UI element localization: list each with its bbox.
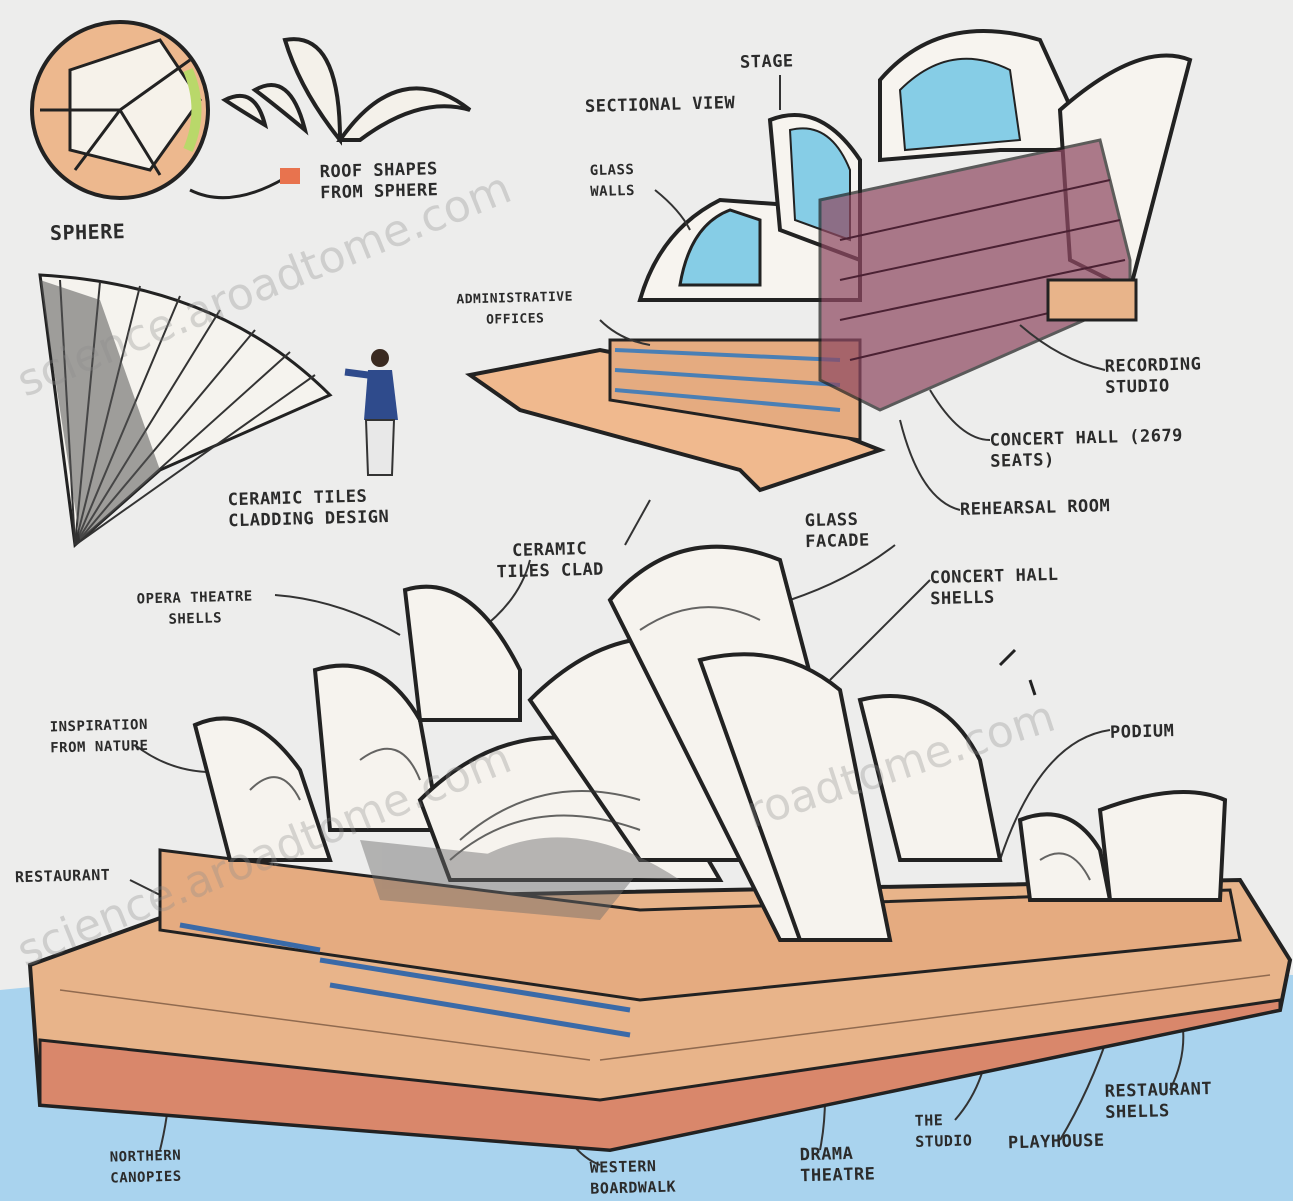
label-stage: STAGE bbox=[739, 51, 794, 73]
label-sphere: SPHERE bbox=[49, 219, 126, 245]
sectional-view-drawing bbox=[464, 29, 1193, 493]
label-sectional-view: SECTIONAL VIEW bbox=[584, 93, 736, 117]
label-playhouse: PLAYHOUSE bbox=[1007, 1130, 1105, 1154]
label-glass-facade: GLASS FACADE bbox=[804, 509, 870, 553]
label-restaurant-shells: RESTAURANT SHELLS bbox=[1104, 1079, 1213, 1123]
label-northern-canopies: NORTHERN CANOPIES bbox=[109, 1147, 182, 1187]
human-scale-figure bbox=[344, 349, 398, 476]
opera-house-podium bbox=[27, 848, 1293, 1153]
label-restaurant: RESTAURANT bbox=[14, 865, 111, 887]
roof-shells bbox=[192, 544, 1228, 942]
ceramic-tile-fan bbox=[38, 273, 333, 548]
label-rehearsal-room: REHEARSAL ROOM bbox=[959, 496, 1111, 520]
label-western-boardwalk: WESTERN BOARDWALK bbox=[589, 1156, 677, 1198]
label-ceramic-clad: CERAMIC TILES CLAD bbox=[496, 539, 605, 583]
label-concert-shells: CONCERT HALL SHELLS bbox=[929, 564, 1059, 610]
label-recording-studio: RECORDING STUDIO bbox=[1104, 354, 1202, 398]
direction-arrows bbox=[998, 648, 1037, 696]
label-glass-walls: GLASS WALLS bbox=[589, 161, 636, 201]
label-inspiration: INSPIRATION FROM NATURE bbox=[49, 716, 149, 757]
shell-ribs bbox=[249, 606, 1091, 881]
label-admin-offices: ADMINISTRATIVE OFFICES bbox=[456, 289, 574, 328]
sphere-diagram bbox=[30, 20, 210, 200]
label-concert-hall: CONCERT HALL (2679 SEATS) bbox=[989, 425, 1184, 472]
shell-interior-hatch bbox=[360, 837, 680, 920]
label-drama-theatre: DRAMA THEATRE bbox=[799, 1143, 876, 1187]
label-the-studio: THE STUDIO bbox=[914, 1111, 973, 1151]
label-ceramic-design: CERAMIC TILES CLADDING DESIGN bbox=[227, 486, 390, 532]
label-opera-shells: OPERA THEATRE SHELLS bbox=[136, 588, 253, 628]
label-podium: PODIUM bbox=[1109, 721, 1175, 743]
roof-shapes-sketch bbox=[221, 37, 472, 146]
